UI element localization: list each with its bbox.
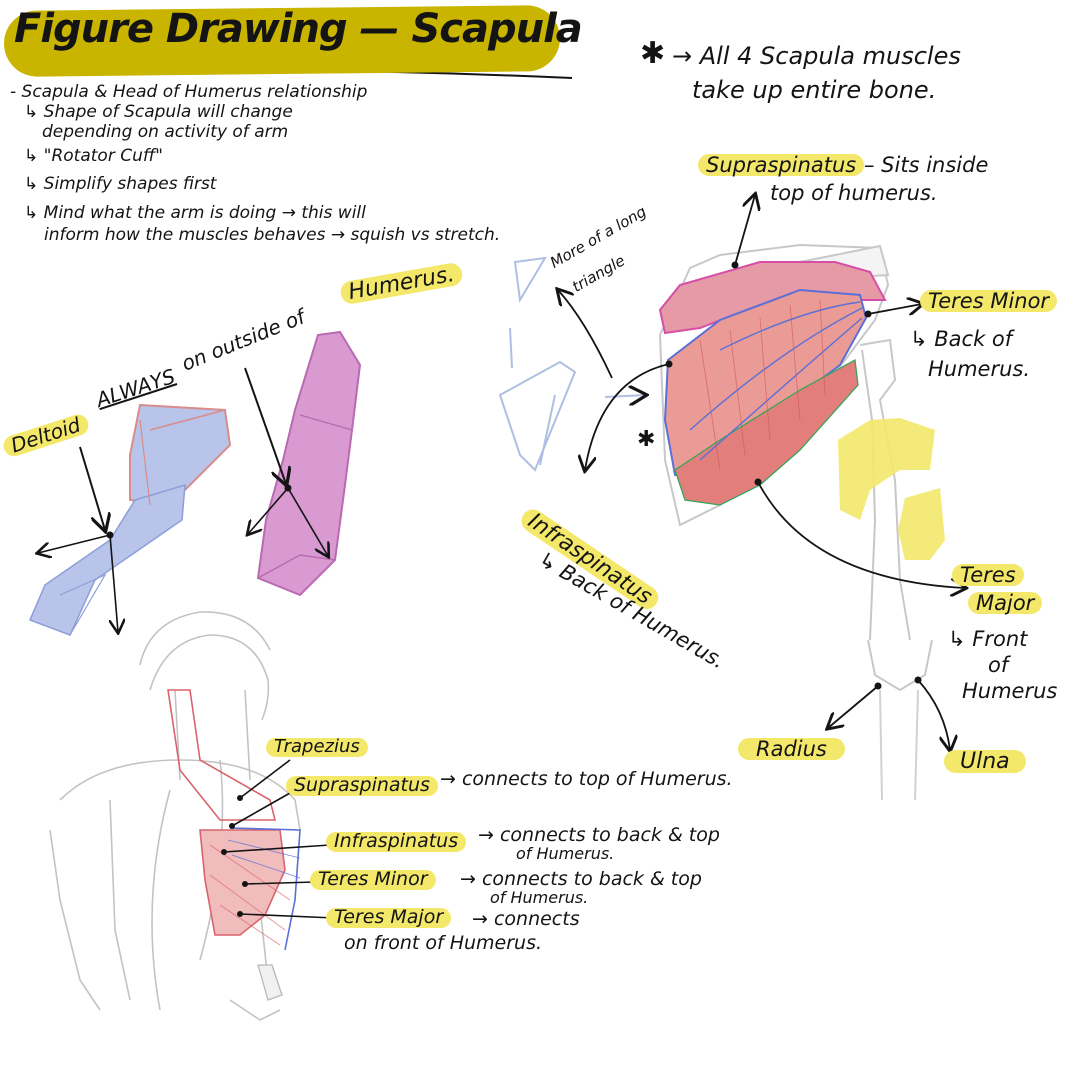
scapula-drawing [658,243,933,801]
back-label-teres-major: Teres Major [326,907,452,928]
page-title: Figure Drawing — Scapula [14,6,583,52]
note-5: ↳ Simplify shapes first [24,174,217,194]
deltoid-pointer [79,446,105,530]
back-note-teres-major-2: on front of Humerus. [344,932,543,954]
triangle-sketch [498,256,645,472]
teres-major-note-1: ↳ Front [948,627,1028,651]
teres-major-note-3: Humerus [962,679,1058,703]
back-note-supraspinatus: → connects to top of Humerus. [440,768,733,790]
back-note-infraspinatus-2: of Humerus. [516,844,615,863]
label-ulna: Ulna [944,750,1026,773]
note-6: ↳ Mind what the arm is doing → this will [24,203,366,223]
back-label-infraspinatus: Infraspinatus [326,831,467,852]
back-note-teres-minor-1: → connects to back & top [460,868,702,890]
note-1: - Scapula & Head of Humerus relationship [10,82,368,102]
back-label-trapezius: Trapezius [266,737,368,757]
back-figure-drawing [49,611,301,1021]
teres-minor-note-1: ↳ Back of [910,327,1013,351]
back-note-teres-major-1: → connects [472,908,580,930]
label-radius: Radius [738,738,845,760]
star-note-line2: take up entire bone. [692,76,937,104]
highlight-shape-upper [838,418,935,520]
note-7: inform how the muscles behaves → squish … [44,225,501,245]
label-teres-major-2: Major [968,592,1043,614]
note-3: depending on activity of arm [42,122,289,142]
teres-minor-note-2: Humerus. [928,357,1031,381]
star-note-line1: → All 4 Scapula muscles [672,42,961,70]
supraspinatus-note-2: top of humerus. [770,181,938,205]
star-symbol: ✱ [640,36,666,71]
humerus-block-drawing [256,330,362,597]
supraspinatus-note-1: – Sits inside [864,153,989,177]
back-note-teres-minor-2: of Humerus. [490,888,589,907]
label-supraspinatus: Supraspinatus [698,154,865,176]
label-teres-major-1: Teres [952,564,1024,586]
back-label-supraspinatus: Supraspinatus [286,775,438,796]
highlight-shape-lower [898,488,945,560]
star-marker: ✱ [637,427,656,452]
deltoid-block-drawing [29,403,232,636]
back-note-infraspinatus-1: → connects to back & top [478,824,720,846]
label-teres-minor: Teres Minor [920,290,1058,312]
note-4: ↳ "Rotator Cuff" [24,146,163,166]
teres-major-note-2: of [988,653,1009,677]
back-label-teres-minor: Teres Minor [310,869,436,890]
note-2: ↳ Shape of Scapula will change [24,102,293,122]
